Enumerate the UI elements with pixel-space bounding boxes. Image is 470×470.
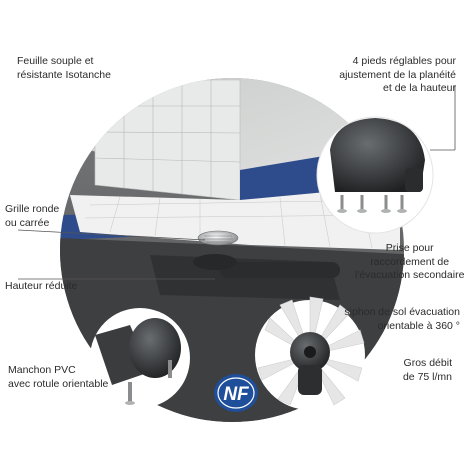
sleeve-inset (90, 308, 190, 408)
pointer-lines (17, 85, 456, 280)
nf-logo: NF (214, 374, 258, 412)
label-hauteur: Hauteur réduite (5, 280, 78, 292)
nf-logo-text: NF (223, 384, 250, 405)
feet-inset (316, 116, 434, 234)
siphon-inset (255, 296, 365, 410)
